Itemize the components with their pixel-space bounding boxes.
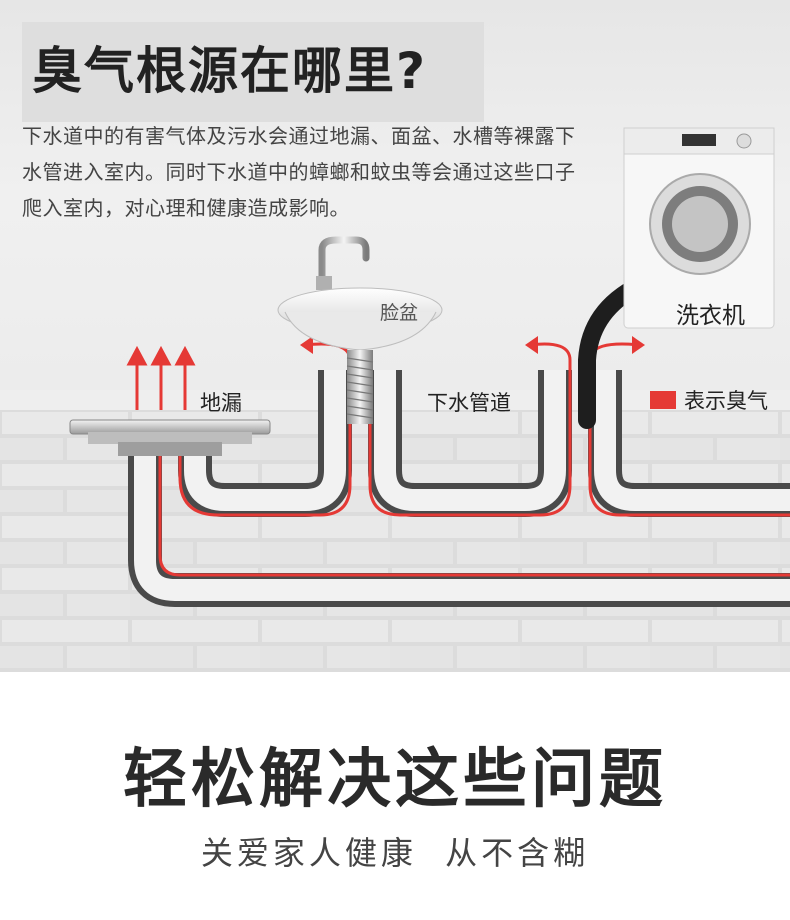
legend-swatch [650, 391, 676, 409]
intro-text: 下水道中的有害气体及污水会通过地漏、面盆、水槽等裸露下水管进入室内。同时下水道中… [22, 124, 576, 220]
basin-drain-hose [346, 350, 374, 424]
washing-machine-label: 洗衣机 [676, 303, 745, 329]
sewer-pipe-label: 下水管道 [427, 391, 511, 415]
floor-drain-icon [69, 419, 271, 456]
basin-label: 脸盆 [380, 302, 419, 324]
bottom-section [0, 672, 790, 920]
solution-headline: 轻松解决这些问题 [123, 743, 667, 817]
basin-icon [277, 236, 443, 351]
floor-drain-label: 地漏 [200, 391, 242, 415]
odor-legend: 表示臭气 [650, 385, 768, 415]
sewer-diagram [0, 127, 790, 672]
pipe-inner [134, 370, 790, 601]
rising-odor-arrows [126, 345, 196, 410]
odor-arrowheads [300, 336, 645, 354]
title-background [22, 22, 484, 122]
legend-text: 表示臭气 [684, 389, 768, 413]
page-title: 臭气根源在哪里? [32, 42, 428, 100]
washing-machine-icon [623, 127, 775, 329]
solution-subline: 关爱家人健康 从不含糊 [200, 834, 590, 872]
